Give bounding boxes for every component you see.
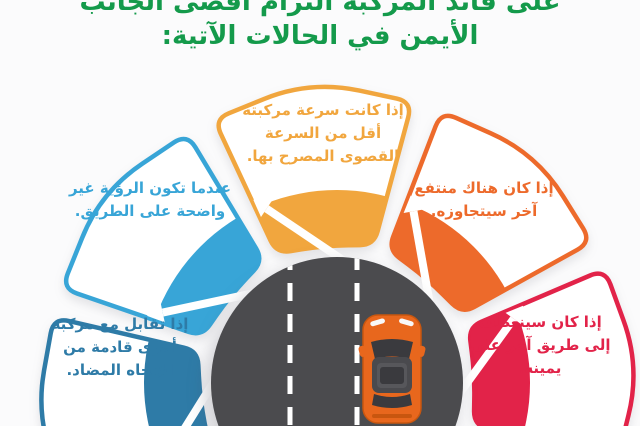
petal-label-line: أخرى قادمة من — [63, 338, 177, 356]
petal-label-turning-right: إذا كان سينعطف إلى طريق آخر على يمينه. — [456, 311, 624, 380]
direction-arrow-head — [147, 302, 165, 323]
petal-label-line: عندما تكون الرؤية غير — [68, 179, 232, 197]
petal-label-oncoming-traffic: إذا تقابل مع مركبة أخرى قادمة من الإتجاه… — [26, 313, 214, 382]
title-line-1: على قائد المركبة التزام أقصى الجانب — [79, 0, 561, 17]
title-line-2: الأيمن في الحالات الآتية: — [161, 21, 479, 51]
petal-label-line: أقل من السرعة — [264, 124, 382, 142]
petal-label-line: واضحة على الطريق. — [74, 202, 226, 220]
petal-label-line: يمينه. — [518, 359, 562, 377]
petal-label-being-overtaken: إذا كان هناك منتفع آخر سيتجاوزه. — [396, 177, 572, 223]
page-title: على قائد المركبة التزام أقصى الجانب الأي… — [0, 0, 640, 53]
petal-label-line: إذا كان هناك منتفع — [414, 179, 554, 197]
direction-arrow-head — [403, 195, 424, 213]
petal-label-line: إذا كان سينعطف — [478, 313, 602, 331]
petal-label-line: إذا كانت سرعة مركبته — [242, 101, 404, 119]
petal-oncoming-traffic-base — [144, 320, 208, 426]
direction-arrow-head — [505, 305, 524, 325]
petal-label-line: القصوى المصرح بها. — [246, 147, 400, 165]
direction-arrow-head — [253, 199, 273, 217]
road-surface — [287, 257, 426, 426]
petal-label-line: إلى طريق آخر على — [469, 336, 611, 354]
petal-label-line: الإتجاه المضاد. — [66, 361, 174, 379]
petal-label-poor-visibility: عندما تكون الرؤية غير واضحة على الطريق. — [50, 177, 250, 223]
petal-label-speed-below-limit: إذا كانت سرعة مركبته أقل من السرعة القصو… — [225, 99, 421, 168]
car-top-view-icon — [358, 314, 426, 424]
petal-label-line: آخر سيتجاوزه. — [430, 202, 538, 220]
petal-label-line: إذا تقابل مع مركبة — [51, 315, 189, 333]
